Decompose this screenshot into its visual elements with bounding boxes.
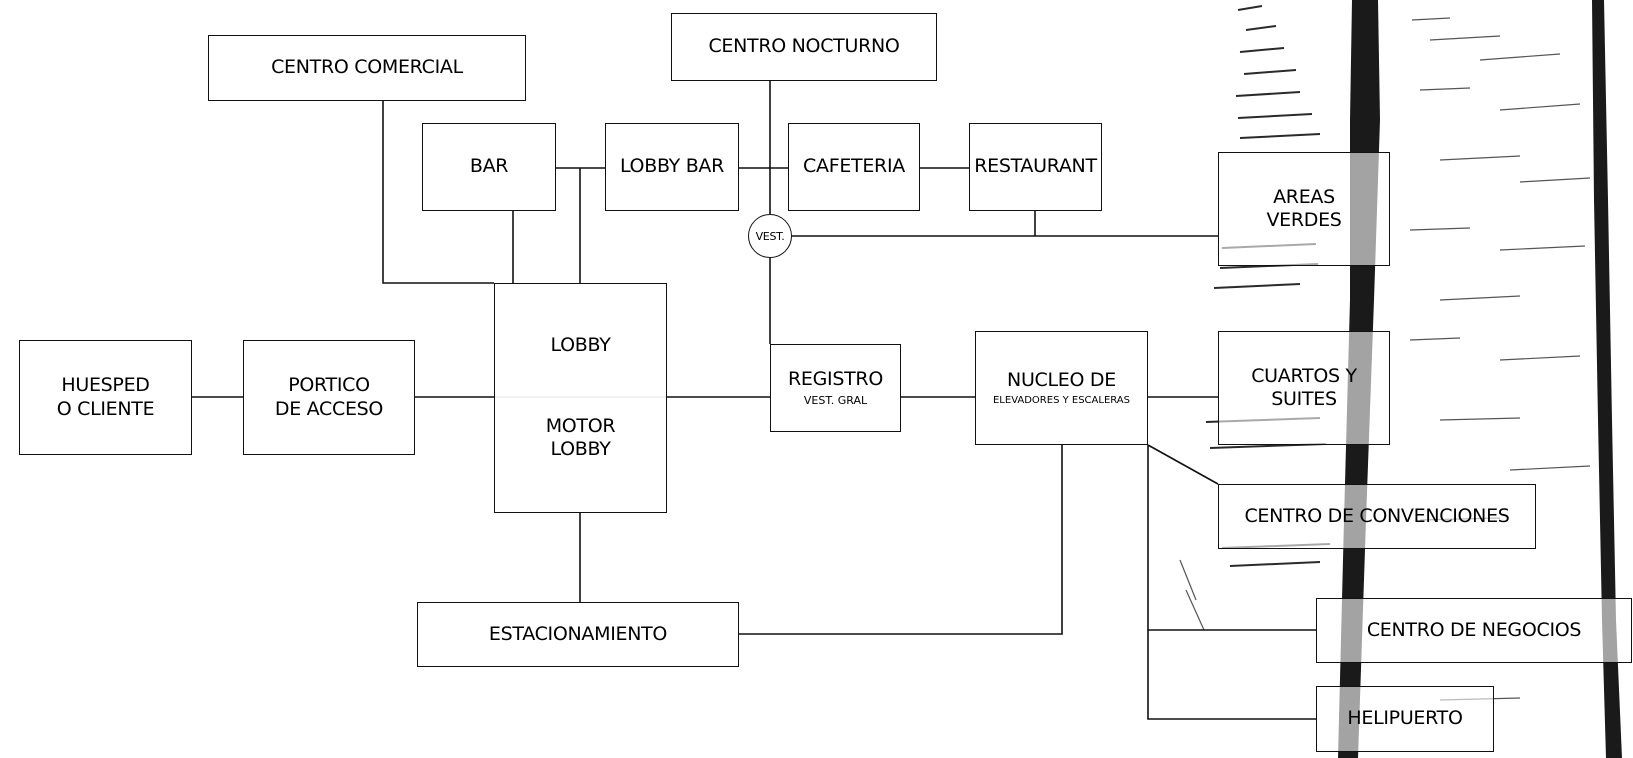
node-portico-label-2: DE ACCESO <box>275 398 383 421</box>
node-nucleo: NUCLEO DE ELEVADORES Y ESCALERAS <box>975 331 1148 445</box>
node-areas-verdes: AREAS VERDES <box>1218 152 1390 266</box>
node-registro: REGISTRO VEST. GRAL <box>770 344 901 432</box>
link-nucleo-helipuerto <box>1148 630 1316 719</box>
link-estacionamiento-nucleo <box>739 445 1062 634</box>
node-helipuerto: HELIPUERTO <box>1316 686 1494 752</box>
node-lobby-label: LOBBY <box>551 334 611 357</box>
node-centro-comercial-label: CENTRO COMERCIAL <box>271 56 463 79</box>
node-lobby-bar-label: LOBBY BAR <box>620 155 724 178</box>
node-vestibulo-label: VEST. <box>756 230 785 243</box>
node-helipuerto-label: HELIPUERTO <box>1347 707 1462 730</box>
node-registro-label: REGISTRO <box>788 368 883 391</box>
node-nucleo-label: NUCLEO DE <box>1007 369 1116 392</box>
node-portico-label-1: PORTICO <box>288 374 370 397</box>
node-centro-nocturno: CENTRO NOCTURNO <box>671 13 937 81</box>
node-bar: BAR <box>422 123 556 211</box>
node-motor-lobby-label-2: LOBBY <box>551 438 611 461</box>
node-vestibulo: VEST. <box>748 214 792 258</box>
node-negocios: CENTRO DE NEGOCIOS <box>1316 598 1632 663</box>
node-huesped: HUESPED O CLIENTE <box>19 340 192 455</box>
node-cuartos-label-1: CUARTOS Y <box>1251 365 1357 388</box>
node-centro-comercial: CENTRO COMERCIAL <box>208 35 526 101</box>
node-cuartos: CUARTOS Y SUITES <box>1218 331 1390 445</box>
node-estacionamiento-label: ESTACIONAMIENTO <box>489 623 667 646</box>
node-registro-sublabel: VEST. GRAL <box>804 394 867 407</box>
node-nucleo-sublabel: ELEVADORES Y ESCALERAS <box>993 395 1130 407</box>
node-portico: PORTICO DE ACCESO <box>243 340 415 455</box>
node-cafeteria-label: CAFETERIA <box>803 155 905 178</box>
node-restaurant-label: RESTAURANT <box>974 155 1097 178</box>
node-restaurant: RESTAURANT <box>969 123 1102 211</box>
node-lobby-bar: LOBBY BAR <box>605 123 739 211</box>
node-cafeteria: CAFETERIA <box>788 123 920 211</box>
node-areas-verdes-label-2: VERDES <box>1266 209 1341 232</box>
node-cuartos-label-2: SUITES <box>1271 388 1336 411</box>
node-motor-lobby-label-1: MOTOR <box>546 415 616 438</box>
node-huesped-label-2: O CLIENTE <box>57 398 155 421</box>
node-convenciones: CENTRO DE CONVENCIONES <box>1218 484 1536 549</box>
node-lobby-block: LOBBY MOTOR LOBBY <box>494 283 667 513</box>
node-areas-verdes-label-1: AREAS <box>1273 186 1335 209</box>
node-huesped-label-1: HUESPED <box>61 374 149 397</box>
node-negocios-label: CENTRO DE NEGOCIOS <box>1367 619 1581 642</box>
node-bar-label: BAR <box>470 155 508 178</box>
node-estacionamiento: ESTACIONAMIENTO <box>417 602 739 667</box>
link-nucleo-convenciones <box>1148 445 1218 484</box>
node-centro-nocturno-label: CENTRO NOCTURNO <box>708 35 899 58</box>
node-convenciones-label: CENTRO DE CONVENCIONES <box>1244 505 1509 528</box>
